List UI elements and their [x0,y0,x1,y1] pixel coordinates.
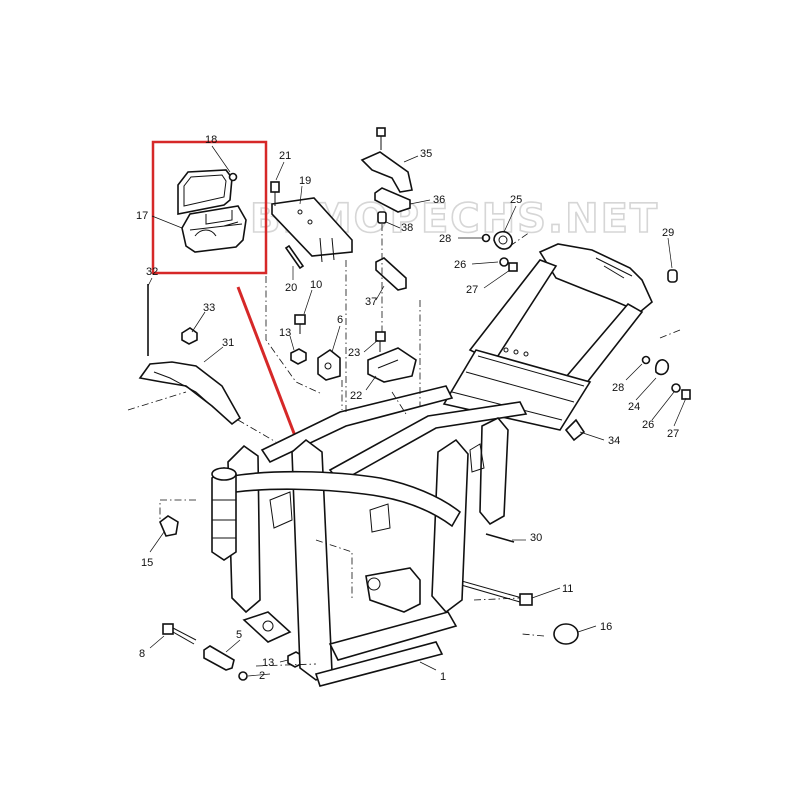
part-27-bolt-a [508,262,518,272]
label-13-lower: 13 [262,657,274,669]
part-15-bushing [159,515,179,537]
part-25-clamp [493,230,513,250]
label-32: 32 [146,266,158,278]
part-27-bolt-b [681,389,691,400]
label-28-lower: 28 [612,382,624,394]
part-37-strap [375,257,407,291]
label-2: 2 [259,670,265,682]
label-16: 16 [600,621,612,633]
label-36: 36 [433,194,445,206]
part-22-bracket [367,347,417,383]
part-29-cap [667,269,678,283]
part-21-bolt [270,181,280,206]
label-29: 29 [662,227,674,239]
part-16-plug [553,623,579,645]
part-19-bracket [271,197,353,263]
label-27-upper: 27 [466,284,478,296]
part-30-rod [485,533,515,543]
label-15: 15 [141,557,153,569]
part-33-bolt [181,327,198,345]
part-10-bolt [294,314,306,334]
label-5: 5 [236,629,242,641]
label-27-lower: 27 [667,428,679,440]
label-33: 33 [203,302,215,314]
part-38-collar [377,211,387,224]
highlight-box [151,140,268,275]
part-23-bolt [375,331,386,352]
part-26-nut-b [671,383,681,393]
part-17-battery-box [177,169,247,253]
part-13-nut-a [290,348,307,365]
label-10: 10 [310,279,322,291]
part-18-nut [228,172,238,182]
label-8: 8 [139,648,145,660]
label-26-lower: 26 [642,419,654,431]
part-31-cover [138,361,242,426]
label-6: 6 [337,314,343,326]
label-11: 11 [562,583,573,595]
part-24-hook [654,359,670,376]
assembly-centerlines [127,224,681,667]
label-24: 24 [628,401,640,413]
label-17: 17 [136,210,148,222]
label-38: 38 [401,222,413,234]
part-34-tag [564,418,586,442]
part-number-labels: 18 17 32 21 19 20 10 13 6 33 31 35 36 38… [136,134,679,683]
label-20: 20 [285,282,297,294]
label-30: 30 [530,532,542,544]
part-36-plate [374,187,411,213]
part-8-bolt [162,623,197,645]
part-20-pin [284,244,305,270]
label-25: 25 [510,194,522,206]
label-31: 31 [222,337,234,349]
part-6-bracket [317,349,341,381]
label-26-upper: 26 [454,259,466,271]
label-13-upper: 13 [279,327,291,339]
label-28-upper: 28 [439,233,451,245]
leader-lines [147,145,687,677]
label-37: 37 [365,296,377,308]
part-2-washer [238,671,248,681]
label-18: 18 [205,134,217,146]
label-23: 23 [348,347,360,359]
part-28-washer-b [641,355,651,365]
label-21: 21 [279,150,291,162]
label-19: 19 [299,175,311,187]
part-5-collar [203,645,235,671]
part-26-nut-a [499,257,509,267]
part-35-bracket [360,127,413,193]
label-34: 34 [608,435,620,447]
part-1-main-frame [211,243,653,687]
label-22: 22 [350,390,362,402]
label-35: 35 [420,148,432,160]
label-1: 1 [440,671,446,683]
